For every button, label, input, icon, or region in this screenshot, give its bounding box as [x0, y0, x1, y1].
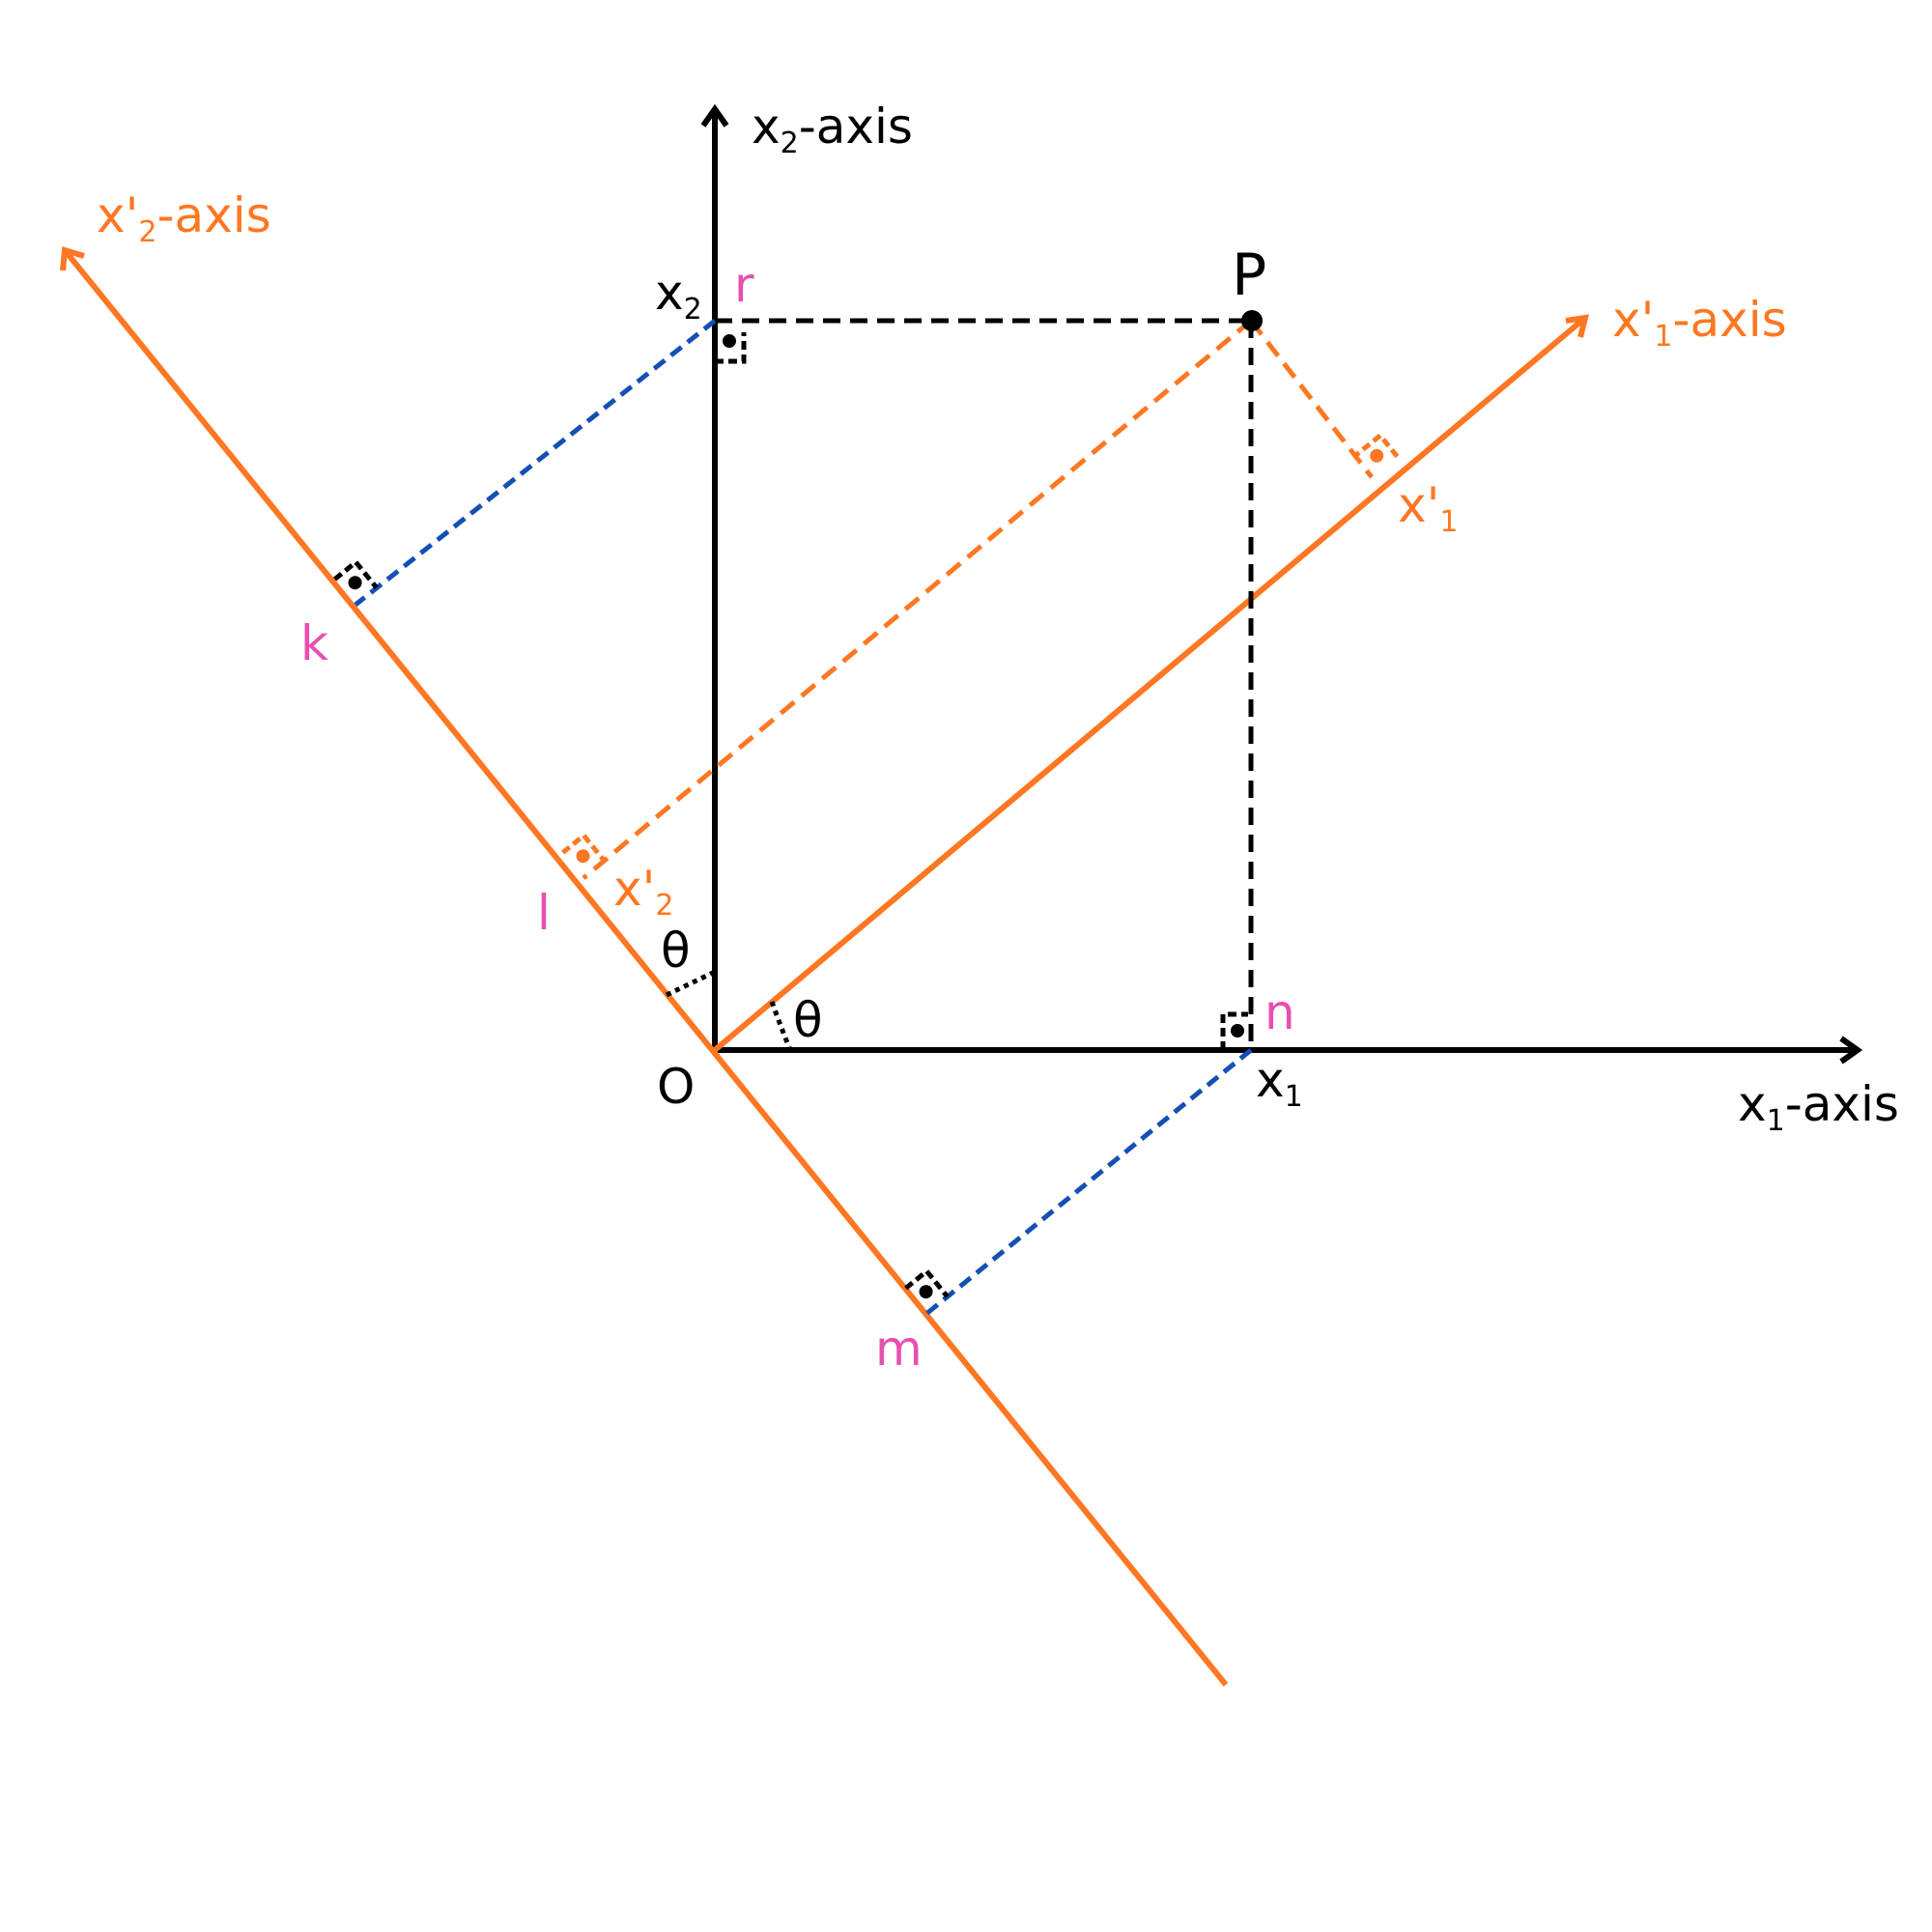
theta-arc-x2 [665, 969, 717, 998]
point-m-label: m [875, 1321, 923, 1377]
projection-P-to-x2-prime [582, 319, 1253, 880]
x1-prime-coordinate-label: x'1 [1398, 477, 1458, 539]
point-k-label: k [300, 615, 328, 671]
point-l-label: l [537, 885, 551, 941]
theta-label-x2: θ [661, 923, 691, 979]
point-P [1241, 310, 1263, 331]
x2-axis-arrow [700, 103, 729, 128]
projection-r-to-k [354, 319, 717, 607]
point-r-label: r [734, 257, 754, 313]
right-angle-marker-n [1220, 1011, 1248, 1050]
right-angle-marker-x2-prime [561, 832, 607, 864]
x1-prime-axis-label: x'1-axis [1612, 292, 1787, 354]
x1-prime-axis-line [713, 315, 1587, 1053]
projection-P-to-x1-prime [1249, 319, 1374, 479]
x1-axis-arrow [1839, 1036, 1863, 1065]
origin-label: O [657, 1059, 695, 1115]
x2-prime-axis-line [62, 248, 1229, 1687]
point-n-label: n [1264, 984, 1295, 1040]
x2-prime-axis-label: x'2-axis [97, 187, 271, 249]
right-angle-marker-k [333, 558, 379, 590]
point-P-label: P [1232, 242, 1266, 309]
theta-arc-x1 [769, 1001, 793, 1051]
x2-prime-coordinate-label: x'2 [613, 861, 673, 923]
x1-prime-axis-arrow [1565, 314, 1590, 338]
x2-coordinate-label: x2 [655, 265, 702, 327]
x2-prime-axis-arrow [60, 246, 85, 271]
theta-label-x1: θ [793, 992, 823, 1048]
right-angle-marker-r [715, 332, 747, 364]
projection-n-to-m [924, 1048, 1253, 1316]
x2-axis-label: x2-axis [752, 99, 913, 160]
x1-coordinate-label: x1 [1256, 1052, 1303, 1114]
x1-axis-label: x1-axis [1738, 1076, 1899, 1138]
right-angle-marker-x1-prime [1352, 432, 1400, 463]
right-angle-marker-m [904, 1267, 950, 1299]
